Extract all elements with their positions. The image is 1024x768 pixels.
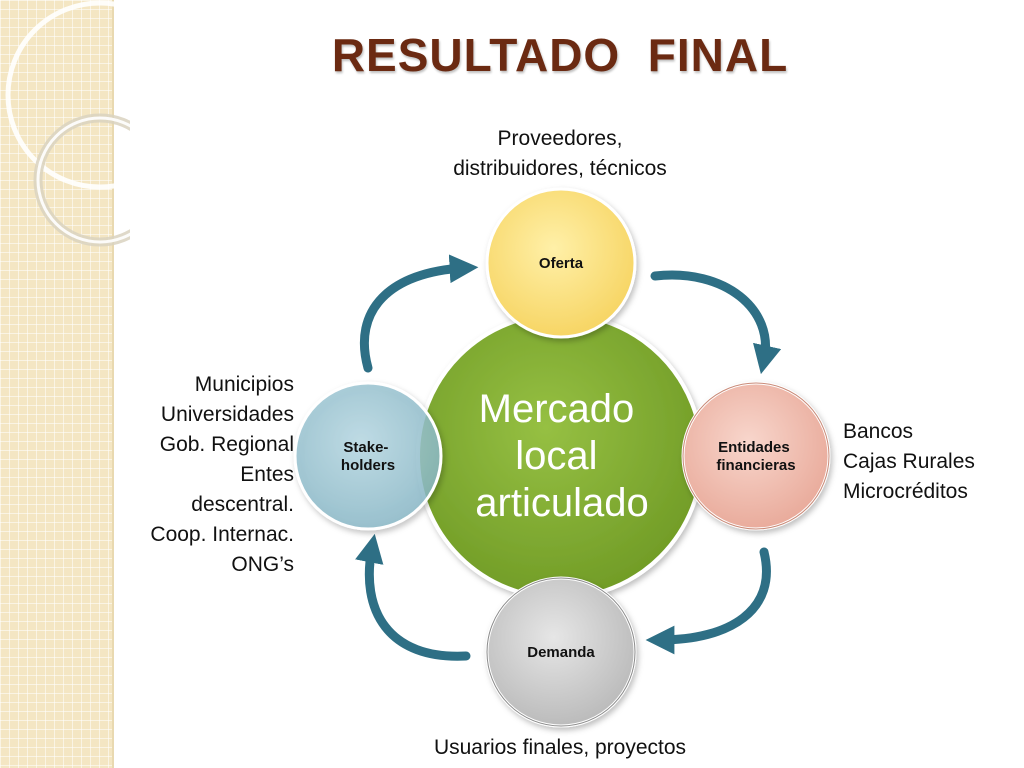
center-label: Mercado local articulado	[475, 387, 648, 525]
arrow-demanda-to-stakeholders	[355, 533, 471, 661]
annotation-left: Municipios Universidades Gob. Regional E…	[96, 370, 294, 580]
slide-title: RESULTADO FINAL	[331, 29, 789, 81]
decorative-rings	[5, 0, 130, 247]
node-stakeholders	[293, 381, 443, 531]
annotation-line: Cajas Rurales	[843, 450, 975, 473]
node-label-line: holders	[341, 457, 395, 474]
annotation-line: ONG’s	[231, 553, 294, 576]
annotation-line: Microcréditos	[843, 480, 968, 503]
annotation-line: distribuidores, técnicos	[453, 157, 667, 180]
node-demanda-label: Demanda	[527, 644, 595, 661]
node-stakeholders-label: Stake- holders	[341, 439, 395, 474]
node-entidades-label: Entidades financieras	[716, 439, 795, 474]
annotation-line: Municipios	[194, 373, 294, 396]
node-demanda	[485, 576, 637, 728]
arrow-entidades-to-demanda	[645, 547, 771, 655]
node-label-line: Entidades	[718, 439, 790, 456]
node-oferta-label: Oferta	[539, 255, 584, 272]
annotation-bottom: Usuarios finales, proyectos	[380, 733, 740, 763]
node-entidades-financieras	[681, 381, 831, 531]
annotation-top: Proveedores, distribuidores, técnicos	[380, 124, 740, 184]
annotation-right: Bancos Cajas Rurales Microcréditos	[843, 417, 1023, 507]
center-label-line: articulado	[475, 481, 648, 525]
center-label-line: Mercado	[479, 387, 635, 431]
left-decorative-band	[0, 0, 114, 768]
annotation-line: Proveedores,	[497, 127, 623, 150]
annotation-line: Coop. Internac.	[150, 523, 294, 546]
arrow-stakeholders-to-oferta	[359, 254, 479, 373]
annotation-line: Entes	[240, 463, 294, 486]
arrow-oferta-to-entidades	[650, 270, 782, 375]
center-label-line: local	[515, 434, 597, 478]
node-label-line: financieras	[716, 457, 795, 474]
node-label-line: Stake-	[343, 439, 388, 456]
node-oferta	[485, 187, 637, 339]
annotation-line: Bancos	[843, 420, 914, 443]
annotation-line: Usuarios finales, proyectos	[433, 736, 687, 759]
annotation-line: descentral.	[191, 493, 294, 516]
annotation-line: Gob. Regional	[159, 433, 294, 456]
annotation-line: Universidades	[160, 403, 294, 426]
